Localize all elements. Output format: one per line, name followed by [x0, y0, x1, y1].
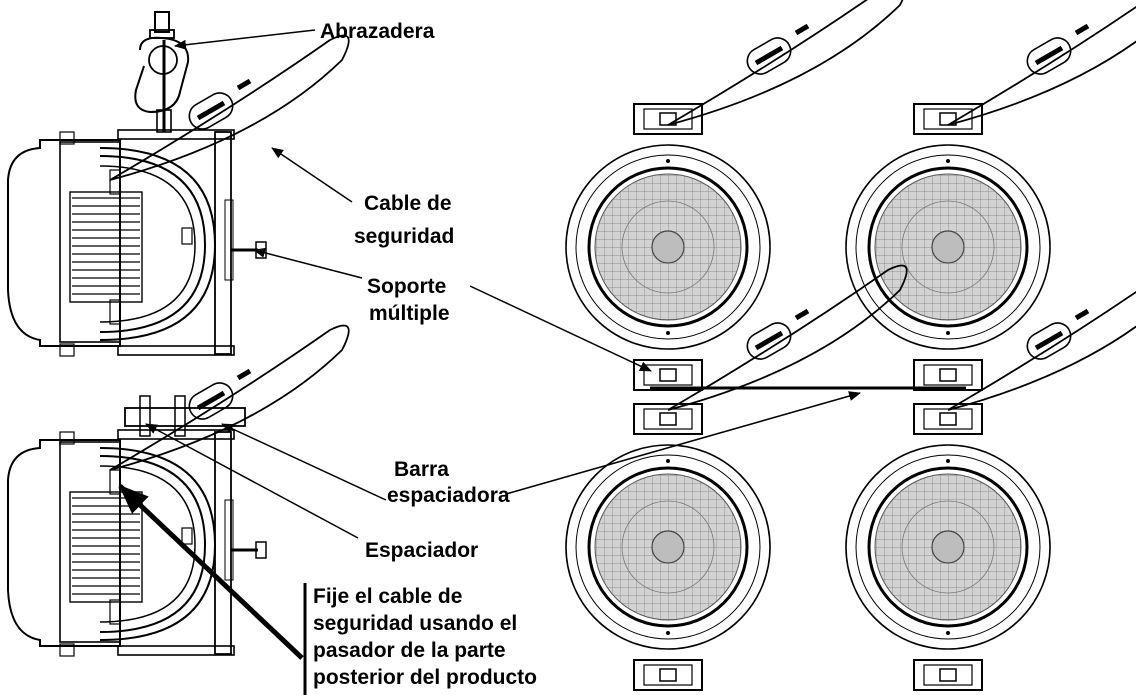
fixture-front-bottom-right	[844, 402, 1052, 692]
instruction-line4: posterior del producto	[313, 666, 537, 689]
safety-cable-front-tr	[948, 0, 1136, 125]
label-spacer: Espaciador	[365, 539, 478, 562]
safety-cable-lower	[110, 326, 349, 471]
label-multi-bracket-line1: Soporte	[367, 275, 446, 298]
instruction-line3: pasador de la parte	[313, 639, 506, 662]
label-spacer-bar-line2: espaciadora	[387, 484, 510, 507]
label-safety-cable-line2: seguridad	[354, 225, 454, 248]
label-multi-bracket-line2: múltiple	[369, 302, 450, 325]
fixture-front-top-right	[844, 102, 1052, 392]
leader-lines	[118, 29, 861, 660]
safety-cable-upper	[110, 36, 349, 181]
label-clamp: Abrazadera	[320, 20, 435, 43]
fixture-side-lower	[6, 428, 268, 658]
instruction-line1: Fije el cable de	[313, 585, 462, 608]
fixture-front-top-left	[564, 102, 772, 392]
side-view-stack	[6, 11, 349, 658]
safety-cable-front-tl	[668, 0, 907, 125]
label-safety-cable-line1: Cable de	[364, 192, 452, 215]
label-spacer-bar-line1: Barra	[394, 458, 449, 481]
front-view-grid	[564, 0, 1136, 692]
instruction-line2: seguridad usando el	[313, 612, 517, 635]
fixture-front-bottom-left	[564, 402, 772, 692]
clamp-drawing	[134, 11, 190, 133]
